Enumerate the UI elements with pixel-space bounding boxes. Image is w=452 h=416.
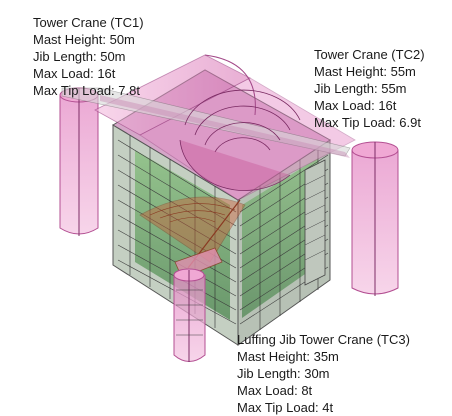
tc2-mast-height: Mast Height: 55m xyxy=(314,64,416,79)
tc3-max-load: Max Load: 8t xyxy=(237,383,313,398)
tc1-max-tip-load: Max Tip Load: 7.8t xyxy=(33,83,140,98)
tc2-title: Tower Crane (TC2) xyxy=(314,47,425,62)
tc2-mast-zone xyxy=(351,141,399,296)
tc3-mast-zone xyxy=(173,268,206,362)
tc3-max-tip-load: Max Tip Load: 4t xyxy=(237,400,334,415)
tc3-spec-label: Luffing Jib Tower Crane (TC3) Mast Heigh… xyxy=(237,331,410,416)
building-structure xyxy=(112,69,331,346)
tc2-max-load: Max Load: 16t xyxy=(314,98,397,113)
tc1-mast-height: Mast Height: 50m xyxy=(33,32,135,47)
tc1-jib-length: Jib Length: 50m xyxy=(33,49,126,64)
tc2-spec-label: Tower Crane (TC2) Mast Height: 55m Jib L… xyxy=(314,46,425,131)
tc3-mast-height: Mast Height: 35m xyxy=(237,349,339,364)
tc1-mast-zone xyxy=(59,87,99,236)
tc3-title: Luffing Jib Tower Crane (TC3) xyxy=(237,332,410,347)
tc1-spec-label: Tower Crane (TC1) Mast Height: 50m Jib L… xyxy=(33,14,144,99)
tc2-slewing-sweep xyxy=(179,89,301,191)
tc1-max-load: Max Load: 16t xyxy=(33,66,116,81)
tc1-title: Tower Crane (TC1) xyxy=(33,15,144,30)
tc2-jib-length: Jib Length: 55m xyxy=(314,81,407,96)
tc3-jib-length: Jib Length: 30m xyxy=(237,366,330,381)
tc2-max-tip-load: Max Tip Load: 6.9t xyxy=(314,115,421,130)
